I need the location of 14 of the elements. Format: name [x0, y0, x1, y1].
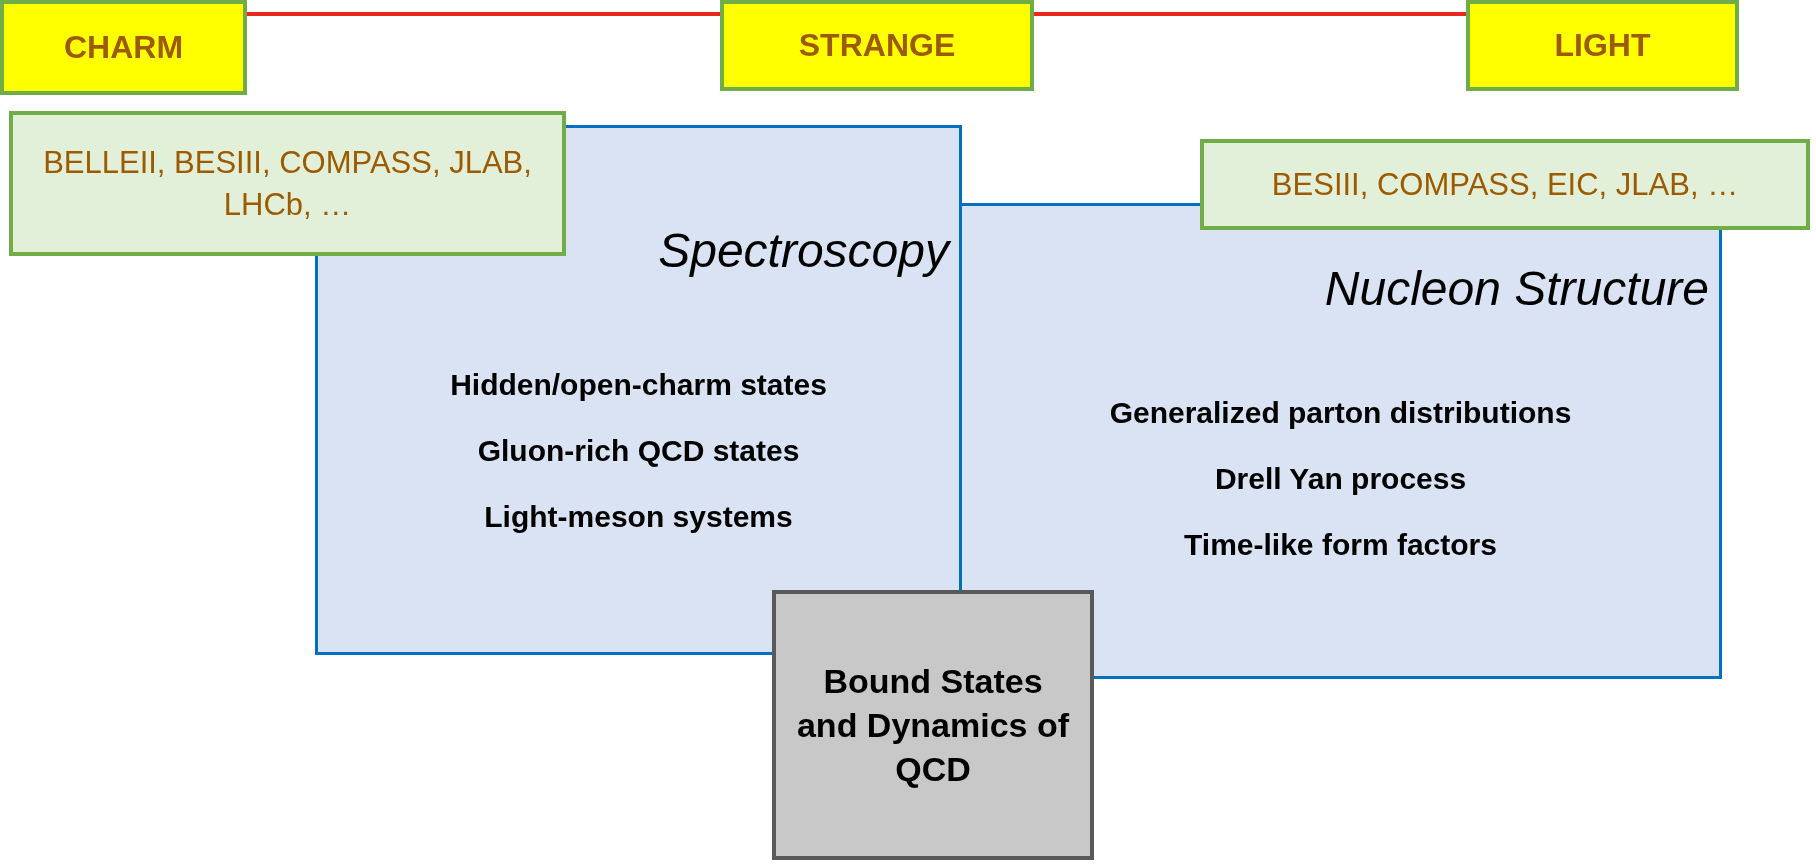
panel-title: Spectroscopy	[658, 223, 952, 278]
topic-item: Hidden/open-charm states	[450, 368, 827, 402]
experiments-box: BESIII, COMPASS, EIC, JLAB, …	[1200, 139, 1810, 230]
core-topic-box: Bound States and Dynamics of QCD	[772, 590, 1094, 860]
quark-label-box: STRANGE	[720, 0, 1034, 91]
quark-label-box: CHARM	[0, 0, 247, 95]
topic-item: Light-meson systems	[484, 500, 793, 534]
panel-title: Nucleon Structure	[1324, 261, 1710, 316]
topic-item: Time-like form factors	[1184, 528, 1497, 562]
quark-label-box: LIGHT	[1466, 0, 1739, 91]
topic-item: Gluon-rich QCD states	[477, 434, 800, 468]
topic-item: Drell Yan process	[1214, 462, 1467, 496]
experiments-box: BELLEII, BESIII, COMPASS, JLAB, LHCb, …	[9, 111, 566, 256]
topic-item: Generalized parton distributions	[1109, 396, 1572, 430]
